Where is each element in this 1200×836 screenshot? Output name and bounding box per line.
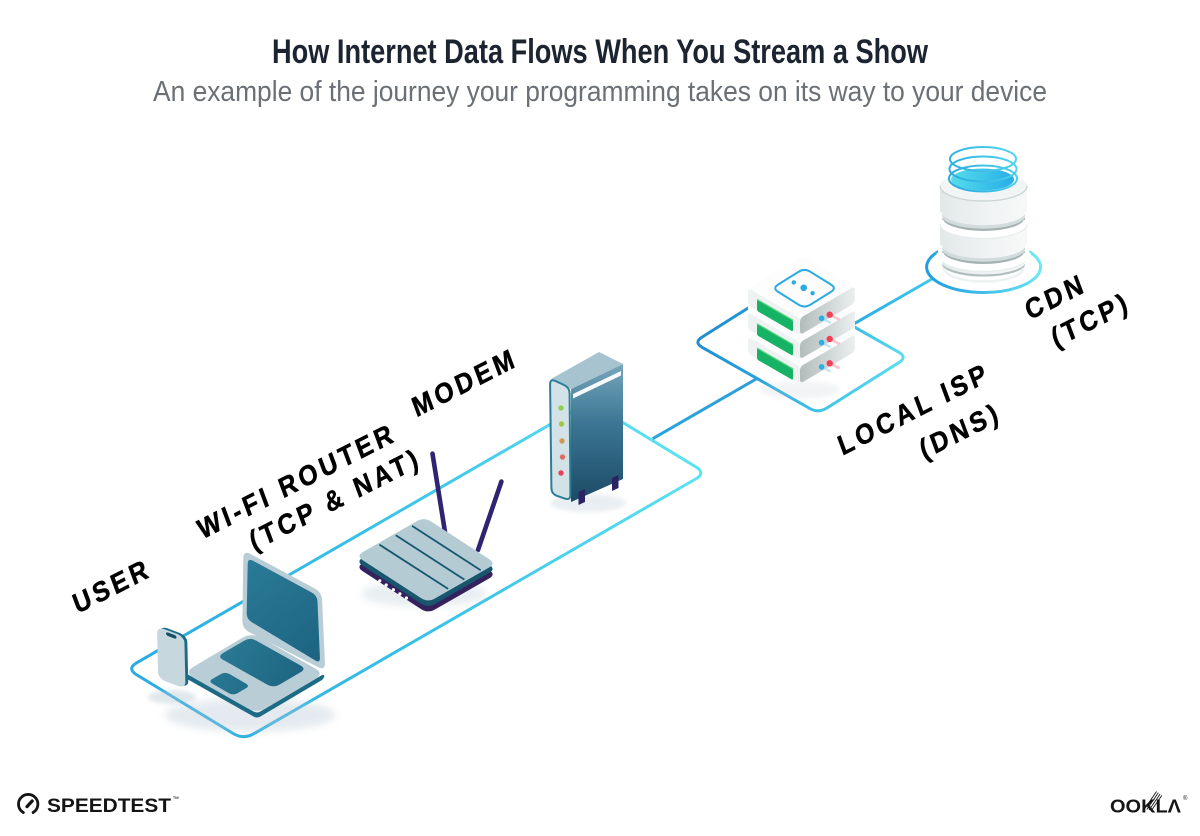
svg-text:®: ®	[1183, 795, 1188, 802]
svg-text:An example of the journey your: An example of the journey your programmi…	[153, 76, 1047, 108]
svg-text:OOKLΛ: OOKLΛ	[1110, 796, 1182, 817]
svg-text:How Internet Data Flows When Y: How Internet Data Flows When You Stream …	[272, 33, 928, 71]
svg-text:™: ™	[173, 796, 180, 803]
svg-text:SPEEDTEST: SPEEDTEST	[47, 795, 171, 817]
